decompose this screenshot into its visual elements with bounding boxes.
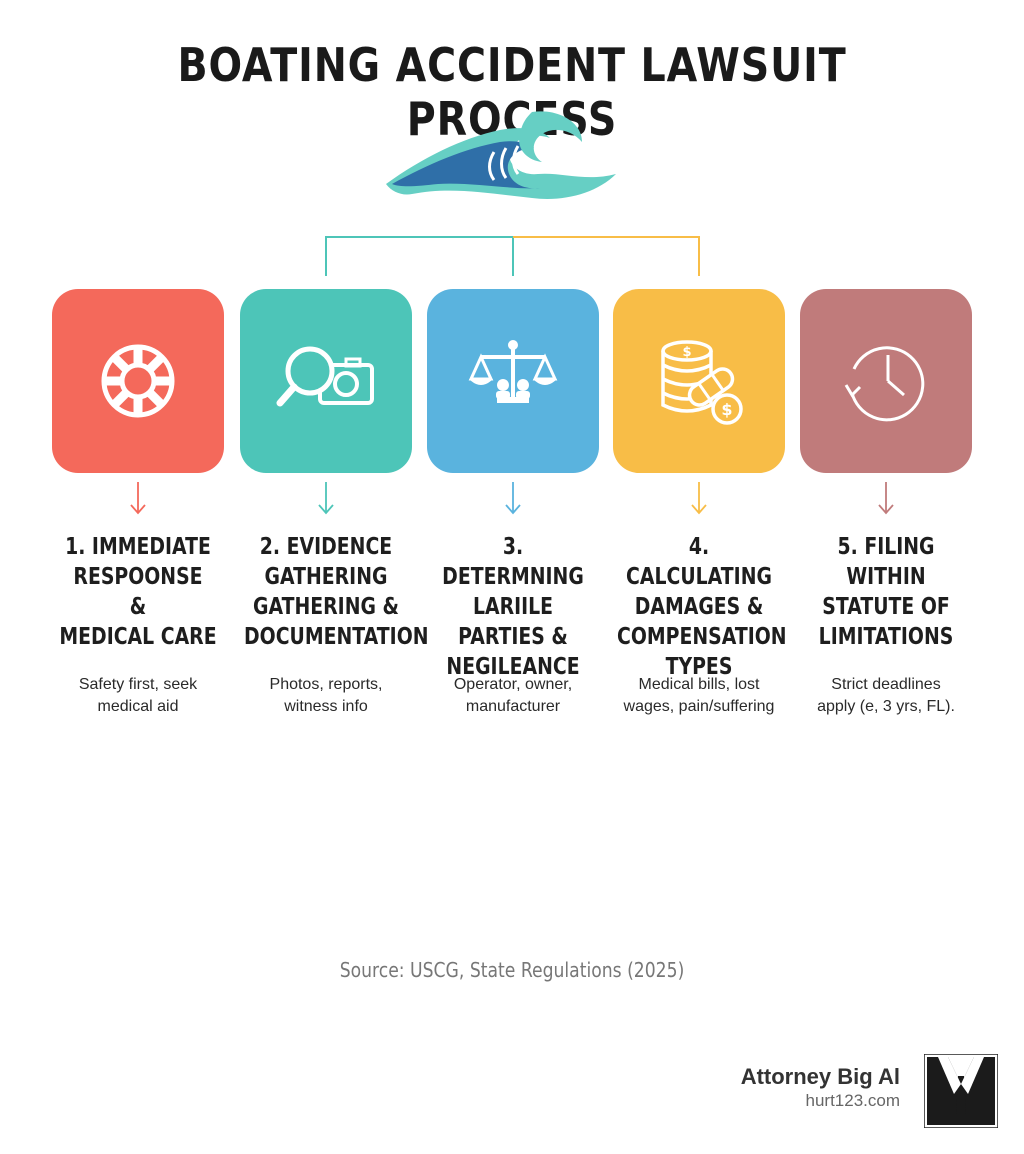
arrow-down-icon bbox=[130, 482, 146, 515]
source-note: Source: USCG, State Regulations (2025) bbox=[339, 958, 685, 982]
svg-text:$: $ bbox=[721, 400, 732, 419]
step-desc-2: Photos, reports, witness info bbox=[269, 676, 383, 715]
connector-lines bbox=[325, 236, 700, 276]
arrow-down-icon bbox=[505, 482, 521, 515]
step-card-5 bbox=[800, 289, 972, 473]
svg-text:$: $ bbox=[682, 345, 691, 360]
arrow-down-icon bbox=[318, 482, 334, 515]
step-card-1 bbox=[52, 289, 224, 473]
step-card-4: $ $ bbox=[613, 289, 785, 473]
scales-people-icon bbox=[468, 340, 558, 403]
page-title: BOATING ACCIDENT LAWSUIT PROCESS bbox=[177, 38, 847, 146]
step-title-1: 1. IMMEDIATE RESPOONSE & MEDICAL CARE bbox=[59, 534, 217, 650]
step-title-4: 4. CALCULATING DAMAGES & COMPENSATION TY… bbox=[617, 534, 787, 680]
arrow-down-icon bbox=[691, 482, 707, 515]
step-desc-5: Strict deadlines apply (e, 3 yrs, FL). bbox=[817, 676, 955, 715]
suit-logo-icon bbox=[924, 1054, 998, 1128]
life-ring-icon bbox=[101, 344, 175, 418]
coins-bandage-icon: $ $ bbox=[661, 340, 743, 425]
brand-name: Attorney Big Al bbox=[740, 1064, 900, 1089]
step-card-3 bbox=[427, 289, 599, 473]
brand-site[interactable]: hurt123.com bbox=[805, 1091, 901, 1110]
step-title-3: 3. DETERMNING LARIILE PARTIES & NEGILEAN… bbox=[442, 534, 584, 680]
step-desc-3: Operator, owner, manufacturer bbox=[453, 676, 573, 715]
magnifier-camera-icon bbox=[276, 346, 374, 407]
step-title-2: 2. EVIDENCE GATHERING GATHERING & DOCUME… bbox=[244, 534, 429, 650]
step-title-5: 5. FILING WITHIN STATUTE OF LIMITATIONS bbox=[818, 534, 954, 650]
wave-icon bbox=[386, 111, 616, 199]
step-desc-1: Safety first, seek medical aid bbox=[78, 676, 198, 715]
arrow-down-icon bbox=[878, 482, 894, 515]
step-desc-4: Medical bills, lost wages, pain/sufferin… bbox=[623, 676, 775, 715]
step-card-2 bbox=[240, 289, 412, 473]
clock-icon bbox=[844, 346, 925, 422]
